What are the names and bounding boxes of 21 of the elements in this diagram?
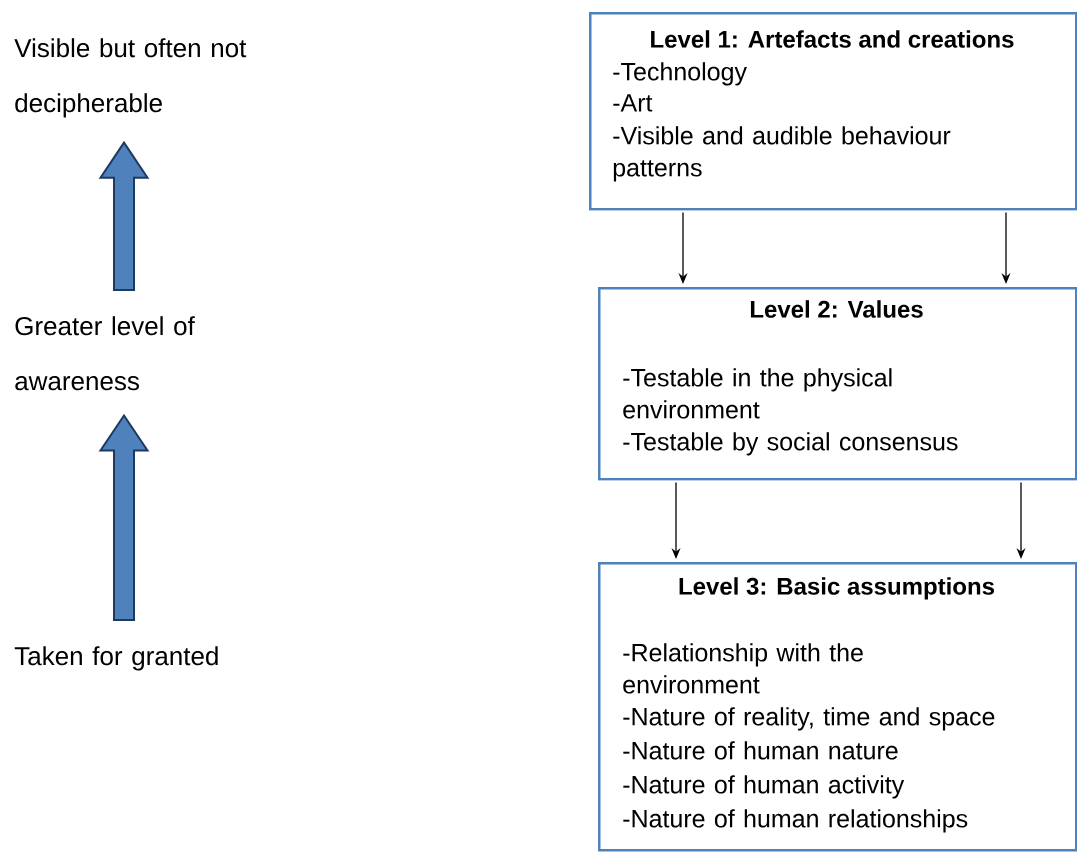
- side-label: Visible but often not decipherable: [14, 38, 247, 118]
- level-heading: Level 1: Artefacts and creations: [651, 30, 1014, 48]
- level-box: [598, 562, 1077, 852]
- bullet-text: -Nature of human relationships: [623, 809, 968, 833]
- level-heading: Level 3: Basic assumptions: [679, 577, 994, 600]
- bullet-text: -Testable in the physical environment: [623, 368, 892, 419]
- side-label: Taken for granted: [14, 646, 218, 671]
- level-box: [589, 12, 1077, 211]
- bullet-text: -Technology: [613, 62, 747, 86]
- bullet-text: -Nature of human nature: [623, 741, 898, 760]
- bullet-text: -Testable by social consensus: [623, 432, 958, 456]
- level-box: [598, 287, 1077, 481]
- bullet-text: -Nature of reality, time and space: [623, 707, 995, 731]
- bullet-text: -Nature of human activity: [623, 775, 905, 799]
- level-heading: Level 2: Values: [750, 300, 923, 318]
- block-arrow: [98, 140, 150, 291]
- bullet-text: -Visible and audible behaviour patterns: [613, 126, 951, 182]
- side-label: Greater level of awareness: [15, 316, 195, 391]
- block-arrow: [98, 413, 150, 621]
- bullet-text: -Art: [613, 94, 653, 112]
- bullet-text: -Relationship with the environment: [623, 643, 863, 694]
